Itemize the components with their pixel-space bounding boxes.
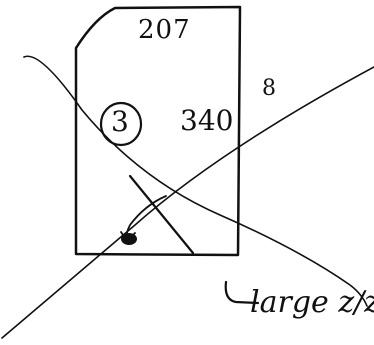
rectangle-outline: [74, 5, 242, 257]
middle-value-label: 340: [180, 104, 234, 137]
long-curve-line: [23, 55, 368, 307]
inner-diagonal-line: [128, 174, 195, 255]
marker-dot: [121, 233, 137, 245]
pointer-arrow-curve: [125, 195, 167, 241]
bottom-note-label: large z/z.: [250, 285, 374, 320]
long-diagonal-line: [1, 66, 374, 339]
right-value-label: 8: [262, 76, 276, 101]
circled-number-label: 3: [111, 105, 129, 138]
top-value-label: 207: [138, 15, 191, 45]
number-circle: [99, 101, 143, 147]
note-hook-mark: [224, 280, 260, 305]
